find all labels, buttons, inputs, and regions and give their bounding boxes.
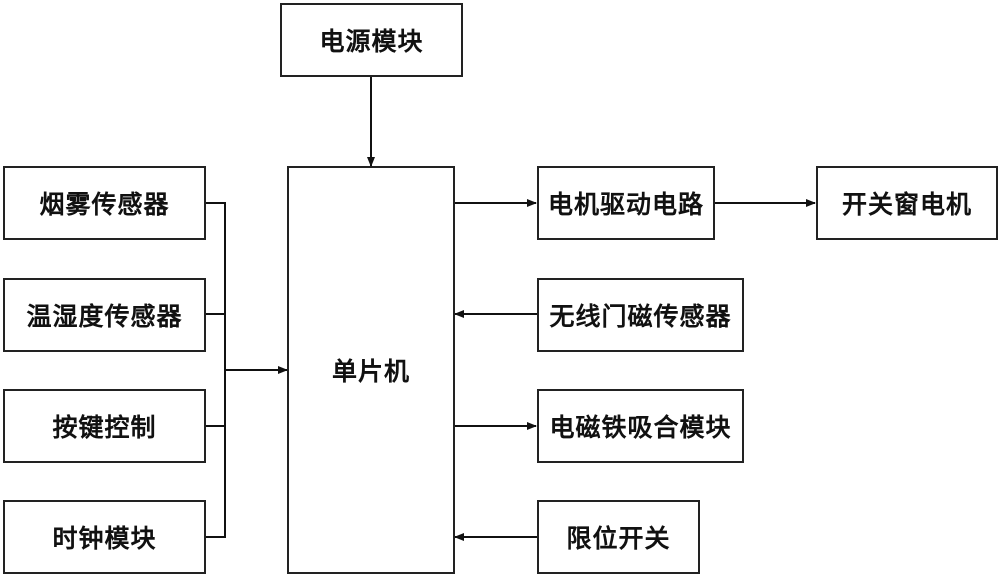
node-door-sensor: 无线门磁传感器 (537, 278, 744, 352)
node-smoke-sensor: 烟雾传感器 (3, 166, 206, 240)
node-label: 温湿度传感器 (26, 302, 183, 331)
node-key-control: 按键控制 (3, 389, 206, 463)
node-label: 电磁铁吸合模块 (549, 413, 732, 442)
node-label: 电机驱动电路 (547, 190, 704, 219)
node-clock-module: 时钟模块 (3, 500, 206, 574)
node-mcu: 单片机 (287, 166, 455, 574)
node-limit-switch: 限位开关 (537, 500, 700, 574)
node-power-module: 电源模块 (280, 3, 463, 77)
node-label: 单片机 (331, 357, 410, 386)
node-label: 无线门磁传感器 (549, 302, 732, 331)
node-label: 限位开关 (566, 524, 671, 553)
node-temp-humidity-sensor: 温湿度传感器 (3, 278, 206, 352)
node-label: 按键控制 (52, 413, 157, 442)
node-label: 电源模块 (319, 27, 424, 56)
node-electromagnet-module: 电磁铁吸合模块 (537, 389, 744, 463)
node-label: 时钟模块 (52, 524, 157, 553)
node-window-motor: 开关窗电机 (816, 166, 998, 240)
node-label: 烟雾传感器 (39, 190, 170, 219)
node-label: 开关窗电机 (841, 190, 972, 219)
node-motor-driver: 电机驱动电路 (537, 166, 715, 240)
